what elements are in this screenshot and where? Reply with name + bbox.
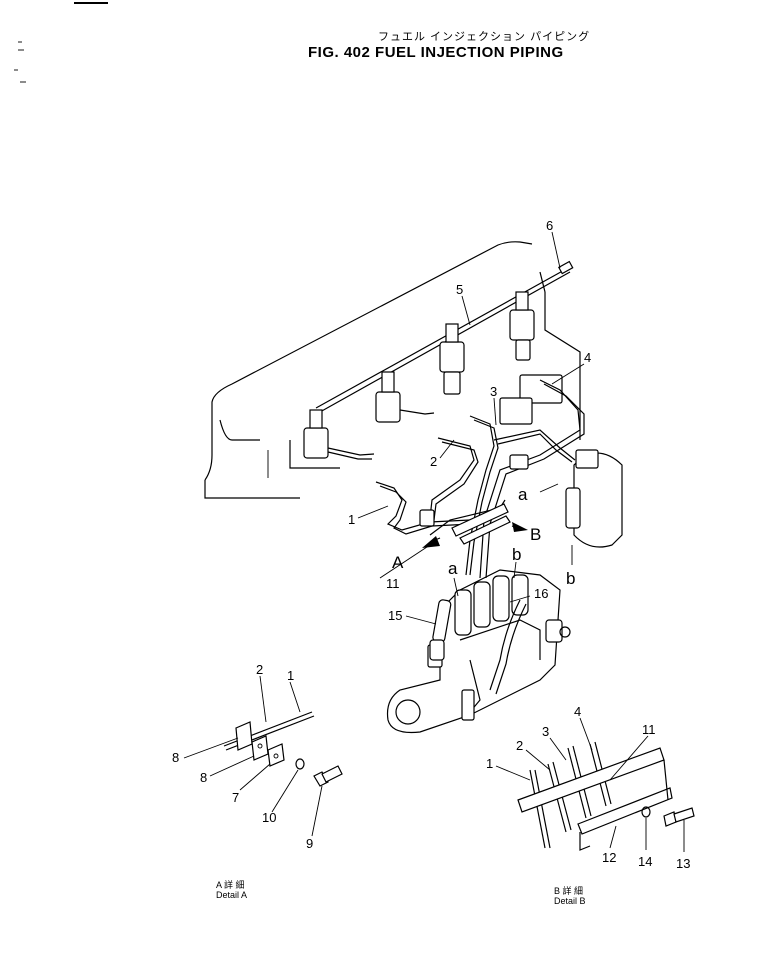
- title-japanese: フュエル インジェクション パイピング: [378, 31, 591, 43]
- main-callout-labels: 6 5 4 3 2 1 11 15 16 a b A B a b: [348, 218, 591, 623]
- view-arrows: [422, 483, 573, 597]
- callout-5: 5: [456, 282, 463, 297]
- injector-2: [375, 371, 435, 423]
- detail-a-caption-en: Detail A: [216, 890, 248, 900]
- detail-b-callout-3: 3: [542, 724, 549, 739]
- injection-pipes: [375, 379, 585, 579]
- pipe-clamp-assembly: [419, 454, 529, 545]
- callout-16: 16: [534, 586, 548, 601]
- callout-15: 15: [388, 608, 402, 623]
- detail-b-caption-en: Detail B: [554, 896, 586, 906]
- detail-a-callout-2: 2: [256, 662, 263, 677]
- leader-lines-main: [357, 231, 585, 625]
- detail-b-callout-12: 12: [602, 850, 616, 865]
- detail-b-callout-1: 1: [486, 756, 493, 771]
- detail-a-callout-1: 1: [287, 668, 294, 683]
- detail-a-callout-7: 7: [232, 790, 239, 805]
- detail-b-drawing: 1 2 3 4 11 12 14 13: [486, 704, 695, 871]
- injector-3: [439, 323, 465, 395]
- injector-4: [509, 291, 535, 361]
- detail-b-callout-11: 11: [642, 722, 656, 737]
- callout-11: 11: [386, 576, 400, 591]
- detail-a-callout-9: 9: [306, 836, 313, 851]
- marker-a-upper: a: [518, 485, 528, 504]
- marker-b-lower: b: [512, 545, 521, 564]
- marker-a-lower: a: [448, 559, 458, 578]
- title-english: FIG. 402 FUEL INJECTION PIPING: [308, 44, 564, 61]
- corner-mark: [74, 2, 108, 4]
- detail-a-callout-8b: 8: [200, 770, 207, 785]
- callout-3: 3: [490, 384, 497, 399]
- callout-4: 4: [584, 350, 591, 365]
- detail-b-caption-jp: B 詳 細: [554, 886, 584, 896]
- detail-a-caption-jp: A 詳 細: [216, 880, 245, 890]
- callout-6: 6: [546, 218, 553, 233]
- detail-b-callout-4: 4: [574, 704, 581, 719]
- fuel-filter: [499, 374, 623, 548]
- injector-1: [303, 409, 375, 460]
- margin-marks: [14, 41, 26, 83]
- detail-b-callout-14: 14: [638, 854, 652, 869]
- marker-view-A: A: [392, 553, 404, 572]
- overflow-pipe-15: [429, 599, 452, 661]
- callout-2: 2: [430, 454, 437, 469]
- marker-view-B: B: [530, 525, 541, 544]
- detail-a-caption: A 詳 細 Detail A: [216, 880, 247, 900]
- detail-a-callout-10: 10: [262, 810, 276, 825]
- cylinder-head-cover: [204, 241, 581, 499]
- detail-a-callout-8a: 8: [172, 750, 179, 765]
- detail-b-caption: B 詳 細 Detail B: [554, 886, 586, 906]
- detail-a-drawing: 2 1 8 8 7 10 9: [172, 662, 343, 851]
- marker-b-right: b: [566, 569, 575, 588]
- detail-b-callout-2: 2: [516, 738, 523, 753]
- callout-1: 1: [348, 512, 355, 527]
- detail-b-callout-13: 13: [676, 856, 690, 871]
